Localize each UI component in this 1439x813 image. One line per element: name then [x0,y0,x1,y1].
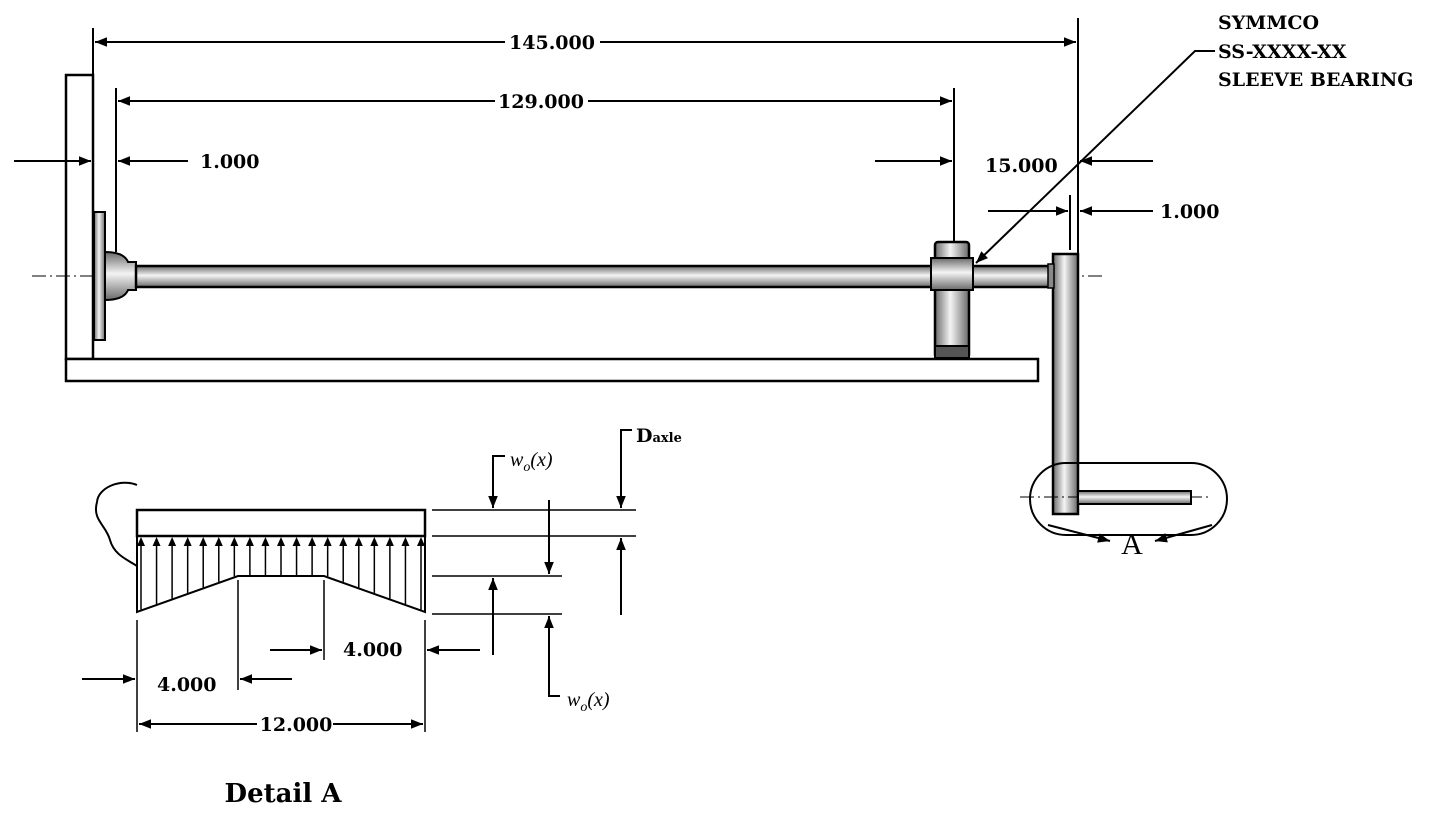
shaft-end-collar [1047,263,1055,289]
load-arrow-head [417,537,425,546]
load-arrow-head [199,537,208,546]
load-arrow-head [277,537,285,546]
detail-a-arrow-right [1154,524,1213,543]
detail-a-bubble [1029,462,1228,536]
detail-a: 4.000 4.000 12.000 wo(x) wo(x) Daxle Det… [82,425,682,809]
load-arrow-head [152,537,161,546]
load-arrow-head [230,537,239,546]
load-arrow-head [292,537,301,546]
load-arrow-head [401,537,410,546]
distributed-load-arrows [137,537,425,610]
load-arrow-head [137,537,145,546]
load-arrow-head [308,537,317,546]
crank-handle [1077,490,1192,505]
dim-right-offset: 1.000 [1160,201,1220,223]
detail-a-marker: A [1121,528,1143,561]
detail-dim-right: 4.000 [343,639,403,661]
break-line [94,481,138,567]
left-flange [93,211,106,341]
base-plate [64,357,1040,383]
detail-a-arrow-left [1047,524,1111,543]
load-arrow-head [370,537,379,546]
dim-overall-length: 145.000 [509,32,595,54]
bearing-callout-line3: SLEEVE BEARING [1218,69,1413,91]
dim-bearing-to-end: 15.000 [985,155,1058,177]
bearing-callout: SYMMCO SS-XXXX-XX SLEEVE BEARING [1218,12,1413,91]
bearing-callout-line2: SS-XXXX-XX [1218,41,1347,63]
load-arrow-head [245,537,254,546]
load-arrow-head [168,537,177,546]
handle-section [135,508,427,538]
left-hub [104,250,137,302]
detail-title: Detail A [225,779,343,809]
load-profile [136,536,426,614]
diameter-label: Daxle [636,425,682,447]
load-arrow-head [323,537,332,546]
sleeve-bearing [930,240,974,360]
bearing-callout-line1: SYMMCO [1218,12,1319,34]
left-wall [64,73,95,361]
detail-dim-left: 4.000 [157,674,217,696]
load-label-bottom: wo(x) [567,689,610,715]
load-arrow-head [261,537,270,546]
load-arrow-head [339,537,348,546]
dimension-lines [14,18,1215,264]
load-arrow-head [214,537,223,546]
frame [64,73,1040,383]
load-arrow-head [183,537,192,546]
shaft [134,264,1056,289]
crank-arm [1051,252,1080,516]
load-arrow-head [354,537,363,546]
load-label-top: wo(x) [510,449,553,475]
load-arrow-head [385,537,394,546]
dim-shaft-span: 129.000 [498,91,584,113]
dim-left-offset: 1.000 [200,151,260,173]
detail-dim-total: 12.000 [260,714,333,736]
